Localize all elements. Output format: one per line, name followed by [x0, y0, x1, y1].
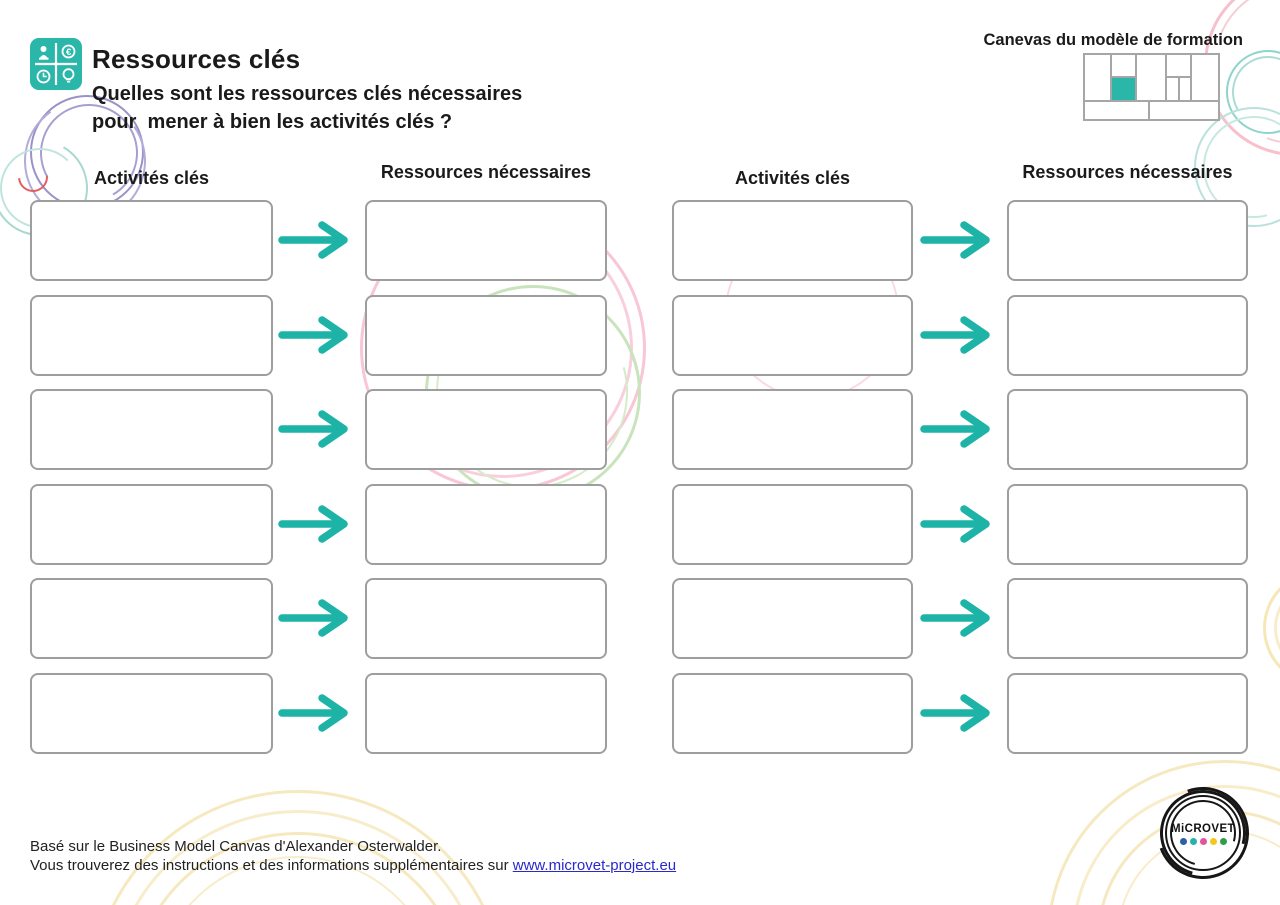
arrow-right-icon: [276, 502, 360, 546]
resources-box-right-row1[interactable]: [1007, 200, 1248, 281]
question-line-1: Quelles sont les ressources clés nécessa…: [92, 83, 523, 105]
microvet-logo: MiCROVET: [1141, 771, 1265, 895]
logo-ring-icon: [1165, 795, 1241, 871]
column-header-resources-right: Ressources nécessaires: [1022, 162, 1233, 182]
arrow-right-icon: [276, 691, 360, 735]
activities-box-left-row3[interactable]: [30, 389, 273, 470]
resources-box-left-row6[interactable]: [365, 673, 607, 754]
logo-dot-icon: [1219, 838, 1227, 845]
arrow-right-icon: [918, 407, 1002, 451]
question-line-2: pour mener à bien les activités clés ?: [92, 111, 453, 133]
logo-dot-icon: [1209, 838, 1217, 845]
bmc-costs-cell: [1083, 100, 1150, 121]
column-header-resources-left: Ressources nécessaires: [380, 162, 592, 182]
arrow-right-icon: [918, 313, 1002, 357]
decorative-ring: [1223, 47, 1280, 137]
logo-dot-icon: [1199, 838, 1207, 845]
activities-box-right-row5[interactable]: [672, 578, 913, 659]
decorative-ring: [1263, 570, 1280, 686]
activities-box-left-row2[interactable]: [30, 295, 273, 376]
bmc-partners-cell: [1083, 53, 1112, 102]
decorative-ring: [1226, 50, 1280, 134]
page-question: Quelles sont les ressources clés nécessa…: [92, 80, 522, 136]
activities-box-left-row1[interactable]: [30, 200, 273, 281]
arrow-right-icon: [918, 502, 1002, 546]
more-info-prefix: Vous trouverez des instructions et des i…: [30, 857, 513, 874]
resources-box-right-row4[interactable]: [1007, 484, 1248, 565]
resources-box-right-row3[interactable]: [1007, 389, 1248, 470]
page-title: Ressources clés: [92, 44, 301, 74]
activities-box-left-row5[interactable]: [30, 578, 273, 659]
arrow-right-icon: [918, 218, 1002, 262]
arrow-right-icon: [276, 313, 360, 357]
bmc-relationships-cell: [1165, 53, 1192, 78]
microvet-project-link[interactable]: www.microvet-project.eu: [512, 857, 677, 874]
arrow-right-icon: [276, 596, 360, 640]
resources-box-left-row1[interactable]: [365, 200, 607, 281]
resources-box-left-row4[interactable]: [365, 484, 607, 565]
activities-box-right-row4[interactable]: [672, 484, 913, 565]
arrow-right-icon: [918, 691, 1002, 735]
resources-box-left-row3[interactable]: [365, 389, 607, 470]
bmc-key-activities-cell: [1110, 53, 1137, 78]
activities-box-right-row2[interactable]: [672, 295, 913, 376]
logo-dot-icon: [1179, 838, 1187, 845]
bmc-value-proposition-cell: [1135, 53, 1167, 102]
bmc-revenue-cell: [1148, 100, 1220, 121]
logo-inner: MiCROVET: [1157, 787, 1249, 879]
arrow-right-icon: [276, 407, 360, 451]
activities-box-left-row6[interactable]: [30, 673, 273, 754]
resources-box-right-row6[interactable]: [1007, 673, 1248, 754]
attribution-text: Basé sur le Business Model Canvas d'Alex…: [30, 838, 442, 855]
logo-wordmark: MiCROVET: [1171, 823, 1235, 835]
activities-box-right-row6[interactable]: [672, 673, 913, 754]
resources-box-right-row2[interactable]: [1007, 295, 1248, 376]
canvas-map-title: Canevas du modèle de formation: [983, 31, 1243, 49]
bmc-key-resources-cell: [1110, 76, 1137, 102]
activities-box-right-row1[interactable]: [672, 200, 913, 281]
more-info-text: Vous trouverez des instructions et des i…: [30, 857, 676, 874]
activities-box-left-row4[interactable]: [30, 484, 273, 565]
svg-text:€: €: [66, 47, 72, 58]
decorative-ring: [1274, 581, 1280, 675]
canvas-map: [1083, 53, 1220, 121]
arrow-right-icon: [276, 218, 360, 262]
resources-box-left-row2[interactable]: [365, 295, 607, 376]
logo-dot-icon: [1189, 838, 1197, 845]
resources-box-right-row5[interactable]: [1007, 578, 1248, 659]
column-header-activities-left: Activités clés: [93, 168, 210, 188]
resources-box-left-row5[interactable]: [365, 578, 607, 659]
bmc-segments-cell: [1190, 53, 1220, 102]
arrow-right-icon: [918, 596, 1002, 640]
logo-dots: [1179, 838, 1227, 845]
column-header-activities-right: Activités clés: [734, 168, 851, 188]
key-resources-icon: €: [30, 38, 82, 90]
activities-box-right-row3[interactable]: [672, 389, 913, 470]
